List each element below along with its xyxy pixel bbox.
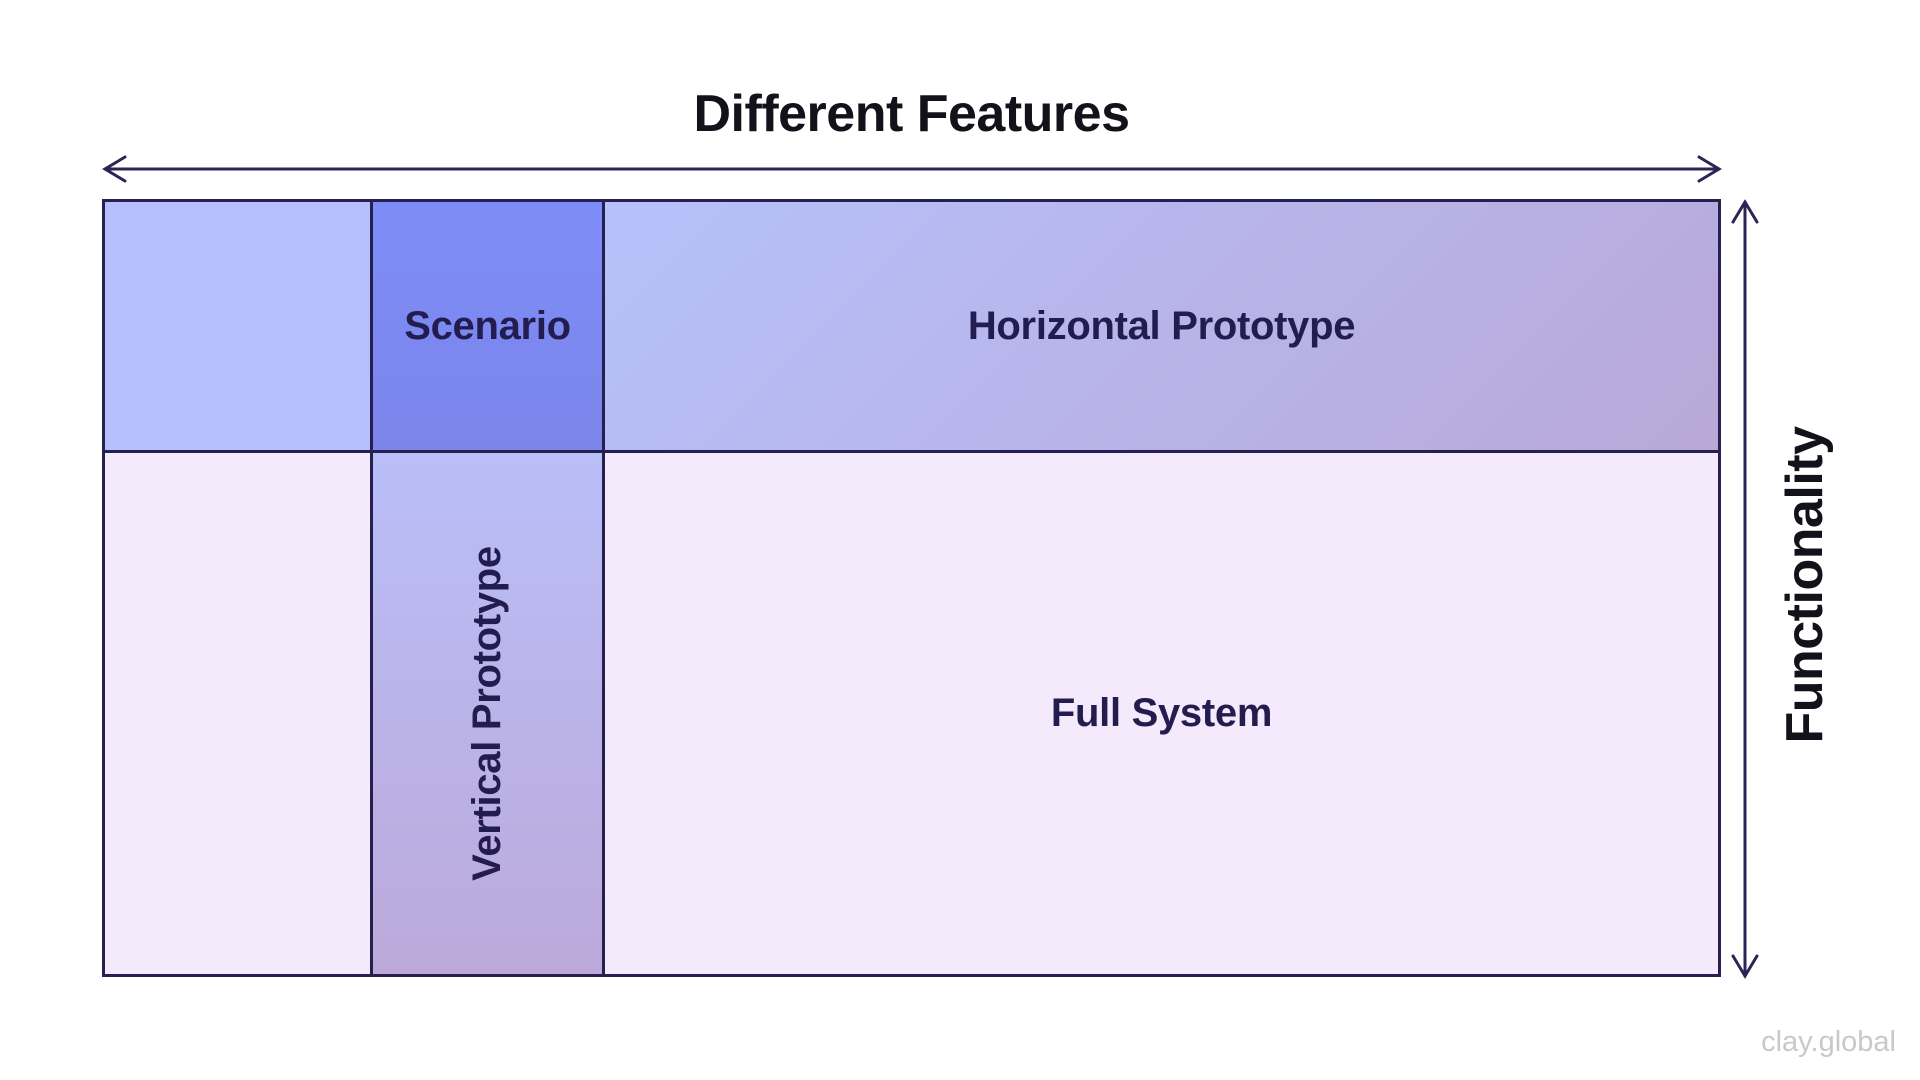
x-axis-title: Different Features: [693, 85, 1131, 143]
cell-scenario: Scenario: [373, 202, 605, 453]
y-axis-title: Functionality: [1776, 426, 1834, 744]
cell-full-system-left-area: [105, 453, 373, 974]
cell-scenario-label: Scenario: [404, 303, 571, 348]
prototype-matrix: Scenario Horizontal Prototype Vertical P…: [102, 199, 1721, 977]
cell-full-system-label: Full System: [1050, 691, 1273, 735]
vertical-double-arrow-icon: [1731, 199, 1759, 979]
cell-vertical-prototype-label: Vertical Prototype: [465, 546, 509, 881]
watermark: clay.global: [1761, 1026, 1896, 1058]
horizontal-double-arrow-icon: [102, 155, 1722, 183]
cell-horizontal-prototype: Horizontal Prototype: [605, 202, 1718, 453]
cell-vertical-prototype: Vertical Prototype: [373, 453, 605, 974]
cell-horizontal-prototype-label: Horizontal Prototype: [967, 303, 1356, 348]
cell-empty: [105, 202, 373, 453]
cell-full-system: Full System: [605, 453, 1718, 974]
